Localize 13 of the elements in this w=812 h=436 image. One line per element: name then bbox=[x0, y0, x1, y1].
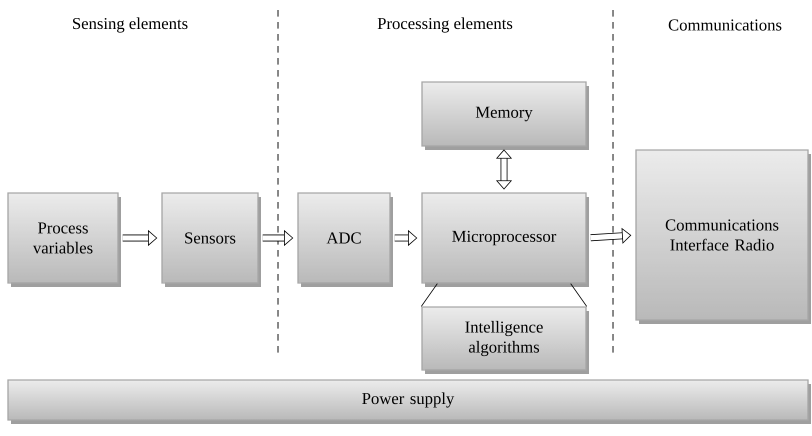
section-heading: Sensing elements bbox=[73, 17, 188, 33]
section-heading: Processing elements bbox=[378, 17, 512, 33]
process-box: Microprocessor bbox=[421, 192, 589, 287]
process-box: Intelligence algorithms bbox=[421, 306, 589, 374]
process-box: Process variables bbox=[7, 192, 121, 287]
process-box: Memory bbox=[421, 81, 589, 150]
power-supply-bar: Power supply bbox=[7, 379, 811, 424]
connector-line bbox=[570, 283, 588, 307]
section-heading: Communications bbox=[668, 19, 782, 31]
process-box: ADC bbox=[297, 192, 393, 287]
process-box: Communications Interface Radio bbox=[635, 149, 811, 324]
connector-line bbox=[420, 283, 438, 307]
process-box: Sensors bbox=[161, 192, 261, 287]
